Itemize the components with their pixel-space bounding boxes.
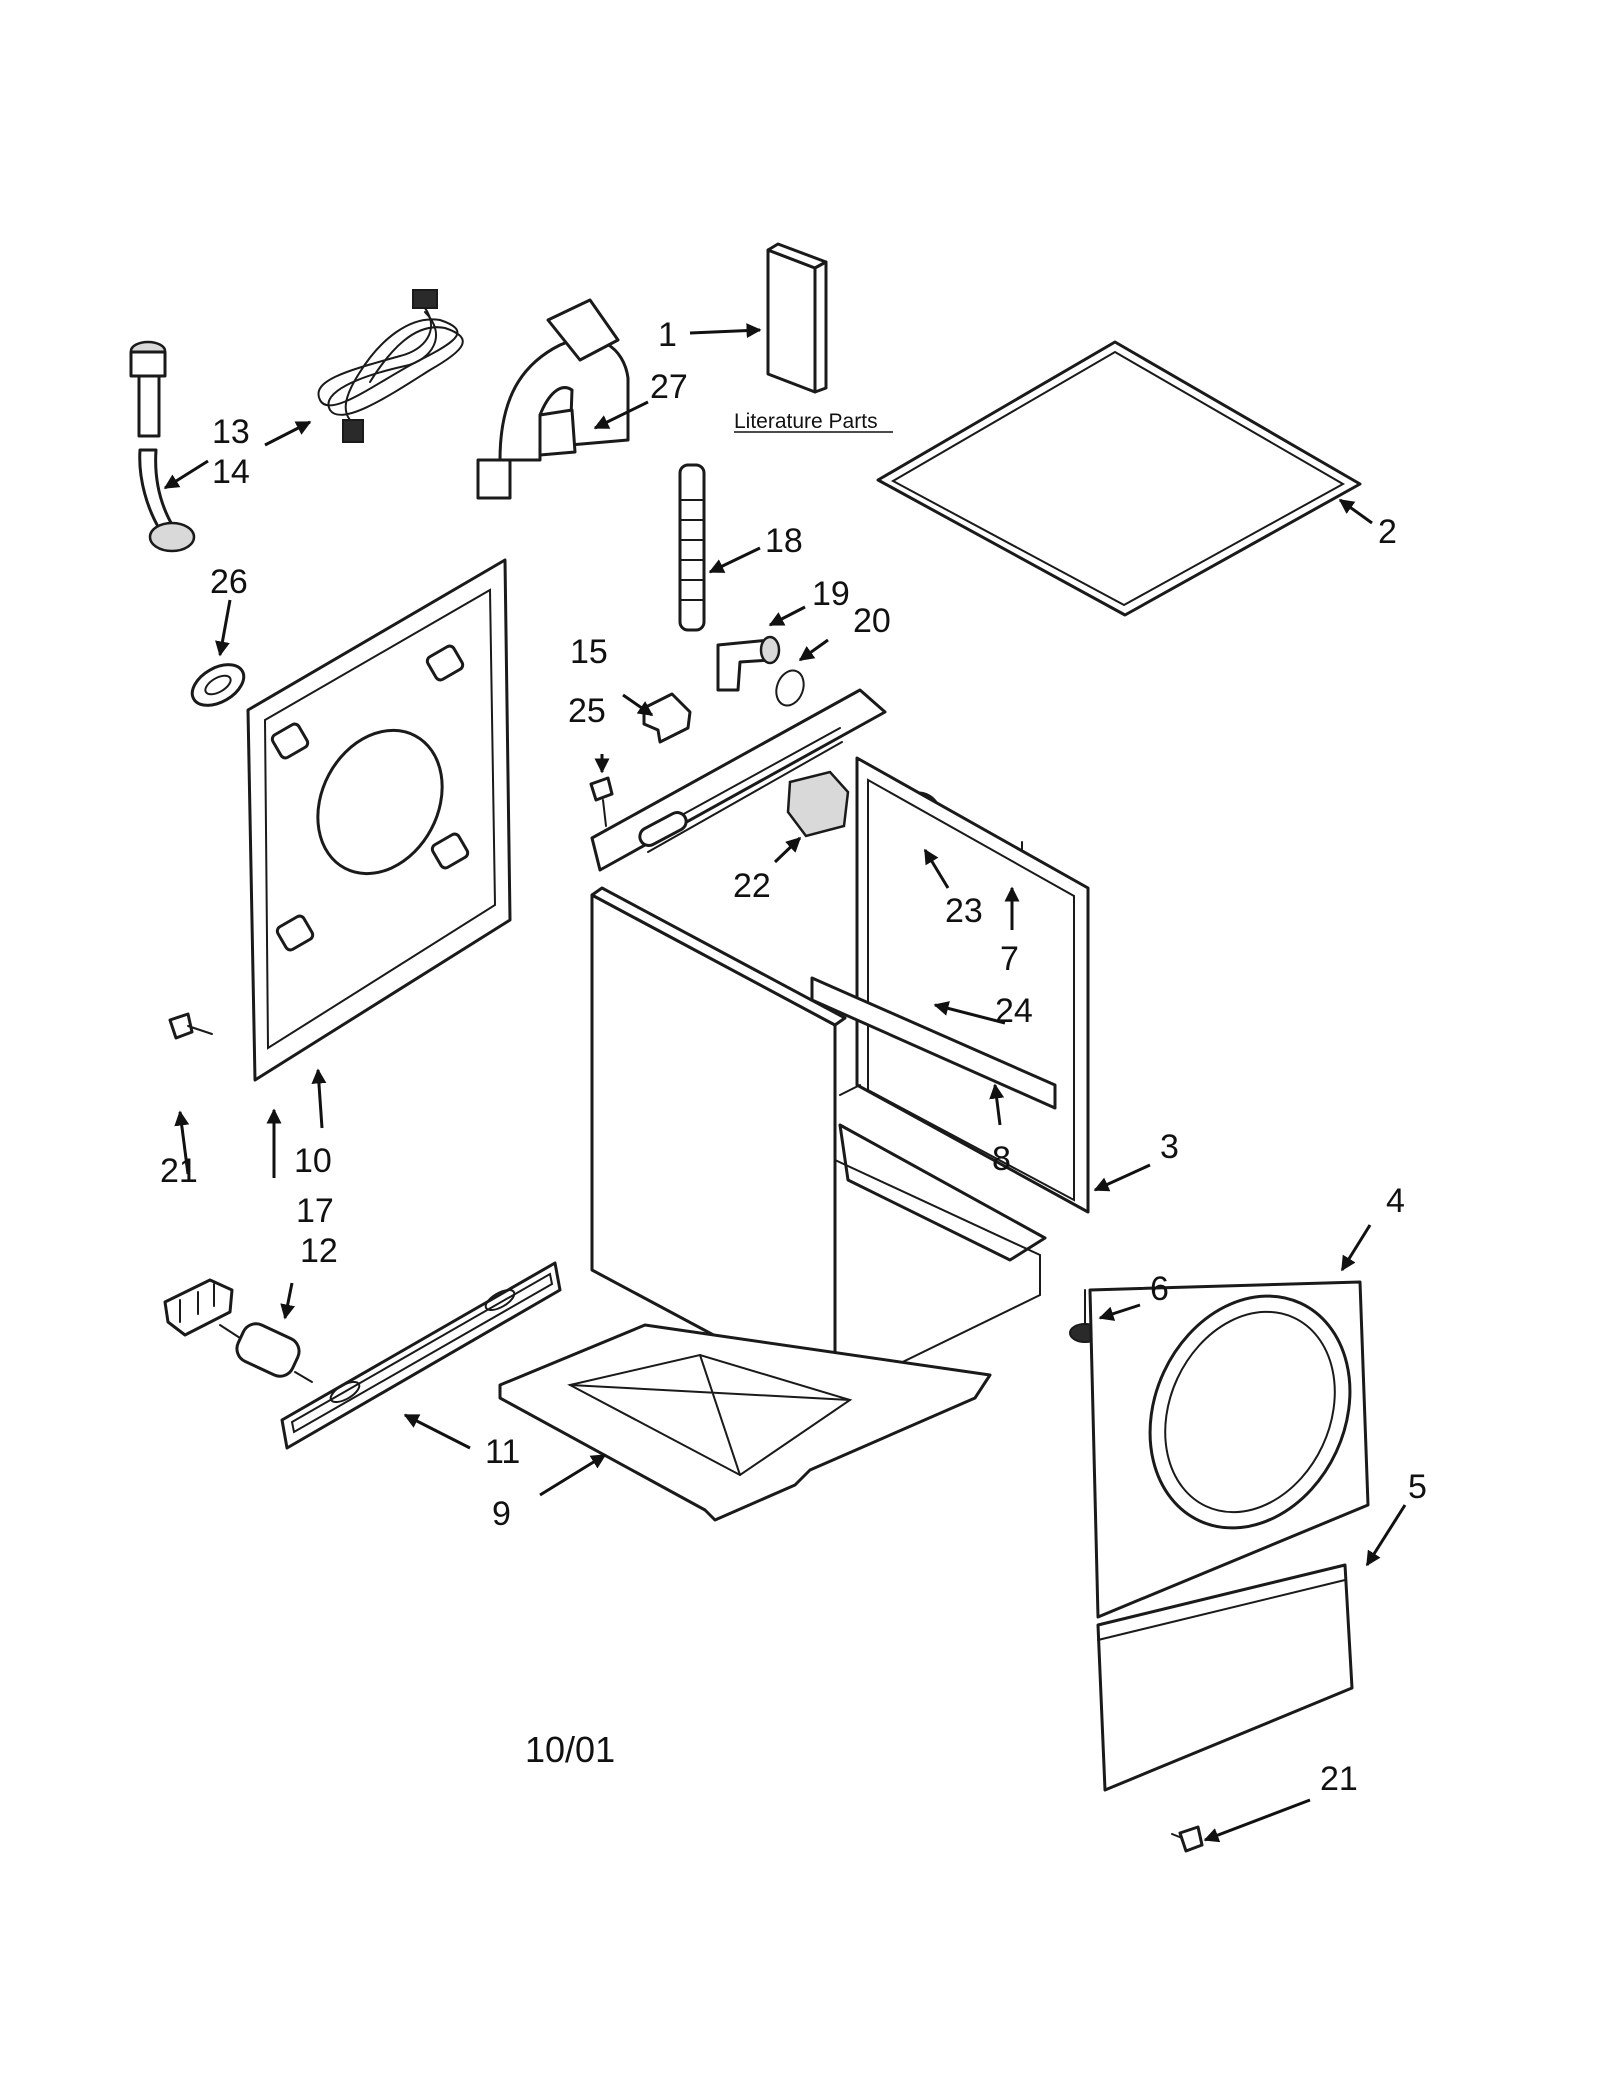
literature-parts-label: Literature Parts	[734, 410, 878, 433]
part-front-screw	[1171, 1825, 1204, 1853]
part-top-screw	[589, 776, 614, 827]
part-grommet	[190, 663, 246, 707]
part-inlet-hose	[129, 340, 196, 553]
callout-4: 4	[1386, 1182, 1405, 1220]
callout-5: 5	[1408, 1468, 1427, 1506]
callout-17: 17	[296, 1192, 334, 1230]
part-cross-brace	[810, 976, 1057, 1110]
callout-13: 13	[212, 413, 250, 451]
callout-21-front: 21	[1320, 1760, 1358, 1798]
callout-27: 27	[650, 368, 688, 406]
leader-lines	[163, 323, 1407, 1843]
callout-18: 18	[765, 522, 803, 560]
callout-24: 24	[995, 992, 1033, 1030]
callout-15: 15	[570, 633, 608, 671]
part-side-panel	[590, 886, 1041, 1402]
part-damper	[219, 1322, 313, 1383]
callout-21-rear: 21	[160, 1152, 198, 1190]
part-rear-screw	[168, 1012, 213, 1040]
callout-11: 11	[485, 1433, 520, 1471]
callout-12: 12	[300, 1232, 338, 1270]
part-rear-panel	[246, 558, 512, 1082]
part-base-rail	[280, 1261, 562, 1450]
callout-1: 1	[658, 316, 677, 354]
part-drain-elbow	[716, 635, 781, 692]
part-literature-booklet	[766, 242, 828, 394]
callout-20: 20	[853, 602, 891, 640]
callout-25: 25	[568, 692, 606, 730]
callout-14: 14	[212, 453, 250, 491]
callout-2: 2	[1378, 513, 1397, 551]
part-base-pan	[498, 1323, 992, 1522]
callout-7: 7	[1000, 940, 1019, 978]
callout-19: 19	[812, 575, 850, 613]
callout-6: 6	[1150, 1270, 1169, 1308]
part-hose-bracket	[476, 298, 630, 500]
part-top-panel	[876, 340, 1362, 617]
part-bracket	[163, 1278, 234, 1337]
callout-8: 8	[992, 1140, 1011, 1178]
part-wire-harness	[317, 289, 464, 443]
callout-9: 9	[492, 1495, 511, 1533]
part-drain-hose	[678, 463, 706, 632]
part-front-panel	[1088, 1280, 1370, 1619]
callout-3: 3	[1160, 1128, 1179, 1166]
callout-22: 22	[733, 867, 771, 905]
part-hose-clamp	[775, 669, 805, 707]
part-clip	[642, 692, 692, 744]
callout-26: 26	[210, 563, 248, 601]
callout-10: 10	[294, 1142, 332, 1180]
part-toe-panel	[1096, 1563, 1354, 1792]
part-switch	[786, 770, 850, 838]
date-code: 10/01	[525, 1729, 615, 1770]
callout-23: 23	[945, 892, 983, 930]
part-top-brace	[590, 688, 887, 872]
